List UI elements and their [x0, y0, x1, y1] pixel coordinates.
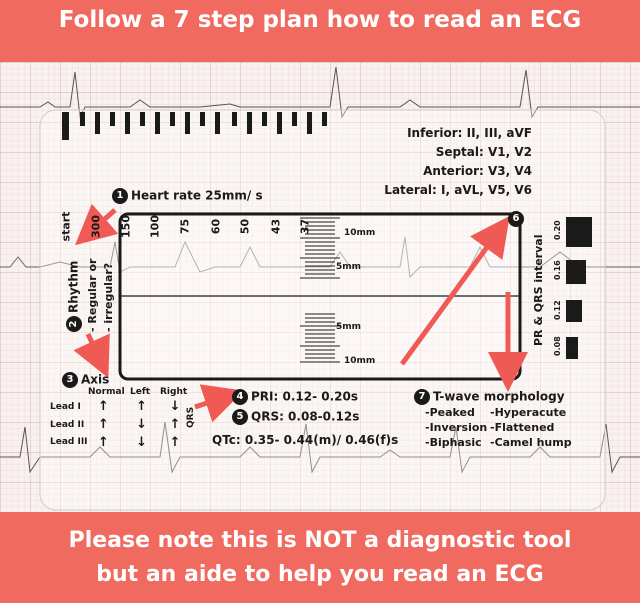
- arrow-axis-to-pri: [194, 384, 244, 423]
- ruler-label-75: 75: [178, 218, 192, 235]
- guide-arrows: [73, 203, 528, 423]
- step-pri-text: PRI: 0.12- 0.20s: [251, 389, 358, 404]
- footer-line-2: but an aide to help you read an ECG: [96, 562, 544, 587]
- axis-arrow-up-icon: ↑: [98, 399, 109, 414]
- ecg-trace-bottom: [0, 421, 640, 474]
- step-rhythm-regular: - Regular or: [86, 258, 99, 332]
- step-badge-1: 1: [112, 188, 128, 204]
- axis-header-right: Right: [160, 387, 188, 397]
- header-banner: Follow a 7 step plan how to read an ECG: [0, 0, 640, 62]
- axis-header-left: Left: [130, 387, 151, 397]
- footer-banner: Please note this is NOT a diagnostic too…: [0, 512, 640, 603]
- lead-anterior: Anterior: V3, V4: [423, 164, 532, 178]
- interval-blocks: [566, 217, 592, 359]
- axis-row-lead-3: Lead III: [50, 437, 88, 447]
- axis-arrow-up-icon: ↑: [98, 417, 109, 432]
- axis-arrow-up-icon: ↑: [169, 417, 181, 432]
- axis-arrow-down-icon: ↓: [136, 417, 147, 432]
- lead-groups: Inferior: II, III, aVF Septal: V1, V2 An…: [370, 124, 532, 200]
- ruler-label-50: 50: [238, 218, 252, 235]
- ruler-label-100: 100: [148, 215, 162, 238]
- axis-header-normal: Normal: [88, 387, 125, 397]
- step-qrs-text: QRS: 0.08-0.12s: [251, 409, 360, 424]
- axis-arrows: ↑ ↑ ↓ ↑ ↓ ↑ ↑ ↓ ↑: [98, 398, 181, 452]
- interval-label: PR & QRS interval: [532, 234, 545, 346]
- step-rhythm-title: Rhythm: [66, 260, 81, 313]
- axis-arrow-up-icon: ↑: [169, 435, 181, 450]
- axis-qrs-label: QRS: [186, 406, 196, 428]
- step-rhythm: 2 Rhythm: [66, 261, 82, 332]
- scale-5mm-top: 5mm: [336, 262, 362, 272]
- ruler-label-37: 37: [298, 218, 312, 235]
- twave-list-2: -Hyperacute -Flattened -Camel hump: [490, 405, 572, 450]
- axis-arrow-up-icon: ↑: [98, 435, 109, 450]
- step-twave-text: T-wave morphology: [433, 389, 565, 404]
- twave-hyperacute: -Hyperacute: [490, 406, 567, 419]
- ruler-card: [39, 109, 606, 511]
- axis-row-lead-2: Lead II: [50, 420, 85, 430]
- ruler-label-43: 43: [269, 218, 283, 235]
- ruler-label-300: 300: [89, 215, 103, 238]
- step-badge-5: 5: [232, 409, 248, 425]
- step-axis-text: Axis: [81, 372, 110, 387]
- ecg-card-photo: [0, 62, 640, 512]
- mm-scale: [300, 217, 340, 363]
- footer-line-1: Please note this is NOT a diagnostic too…: [68, 528, 572, 553]
- axis-arrow-down-icon: ↓: [169, 399, 181, 414]
- scale-5mm-bottom: 5mm: [336, 322, 362, 332]
- ruler-ticks: [62, 112, 327, 140]
- step-badge-7: 7: [414, 389, 430, 405]
- twave-camel-hump: -Camel hump: [490, 436, 572, 449]
- interval-tick-016: 0.16: [553, 260, 562, 280]
- axis-arrow-down-icon: ↓: [136, 435, 147, 450]
- ruler-label-60: 60: [209, 218, 223, 235]
- step-badge-2: 2: [66, 316, 82, 332]
- arrow-rhythm-to-axis: [73, 332, 110, 379]
- arrow-rate-to-rhythm: [74, 203, 119, 246]
- ruler-label-150: 150: [119, 215, 133, 238]
- interval-tick-008: 0.08: [553, 336, 562, 356]
- scale-10mm-bottom: 10mm: [344, 356, 376, 366]
- interval-tick-020: 0.20: [553, 220, 562, 240]
- twave-biphasic: -Biphasic: [425, 436, 482, 449]
- lead-lateral: Lateral: I, aVL, V5, V6: [384, 183, 532, 197]
- lead-inferior: Inferior: II, III, aVF: [407, 126, 532, 140]
- step-6: 6: [508, 208, 527, 227]
- step-badge-3: 3: [62, 372, 78, 388]
- twave-flattened: -Flattened: [490, 421, 555, 434]
- step-badge-4: 4: [232, 389, 248, 405]
- twave-inversion: -Inversion: [425, 421, 488, 434]
- step-badge-6: 6: [508, 210, 524, 227]
- interval-tick-012: 0.12: [553, 300, 562, 320]
- twave-peaked: -Peaked: [425, 406, 475, 419]
- scale-10mm-top: 10mm: [344, 228, 376, 238]
- qtc-range: QTc: 0.35- 0.44(m)/ 0.46(f)s: [212, 433, 399, 447]
- header-title: Follow a 7 step plan how to read an ECG: [58, 7, 582, 33]
- arrow-to-box-corner: [399, 215, 510, 366]
- axis-row-lead-1: Lead I: [50, 402, 81, 412]
- ecg-trace-top: [0, 66, 640, 119]
- ruler-label-start: start: [59, 211, 73, 242]
- lead-septal: Septal: V1, V2: [435, 145, 532, 159]
- twave-list: -Peaked -Inversion -Biphasic: [425, 405, 487, 450]
- step-heart-rate-text: Heart rate 25mm/ s: [131, 188, 263, 203]
- step-rhythm-irregular: - irregular?: [102, 262, 115, 332]
- axis-arrow-up-icon: ↑: [136, 399, 147, 414]
